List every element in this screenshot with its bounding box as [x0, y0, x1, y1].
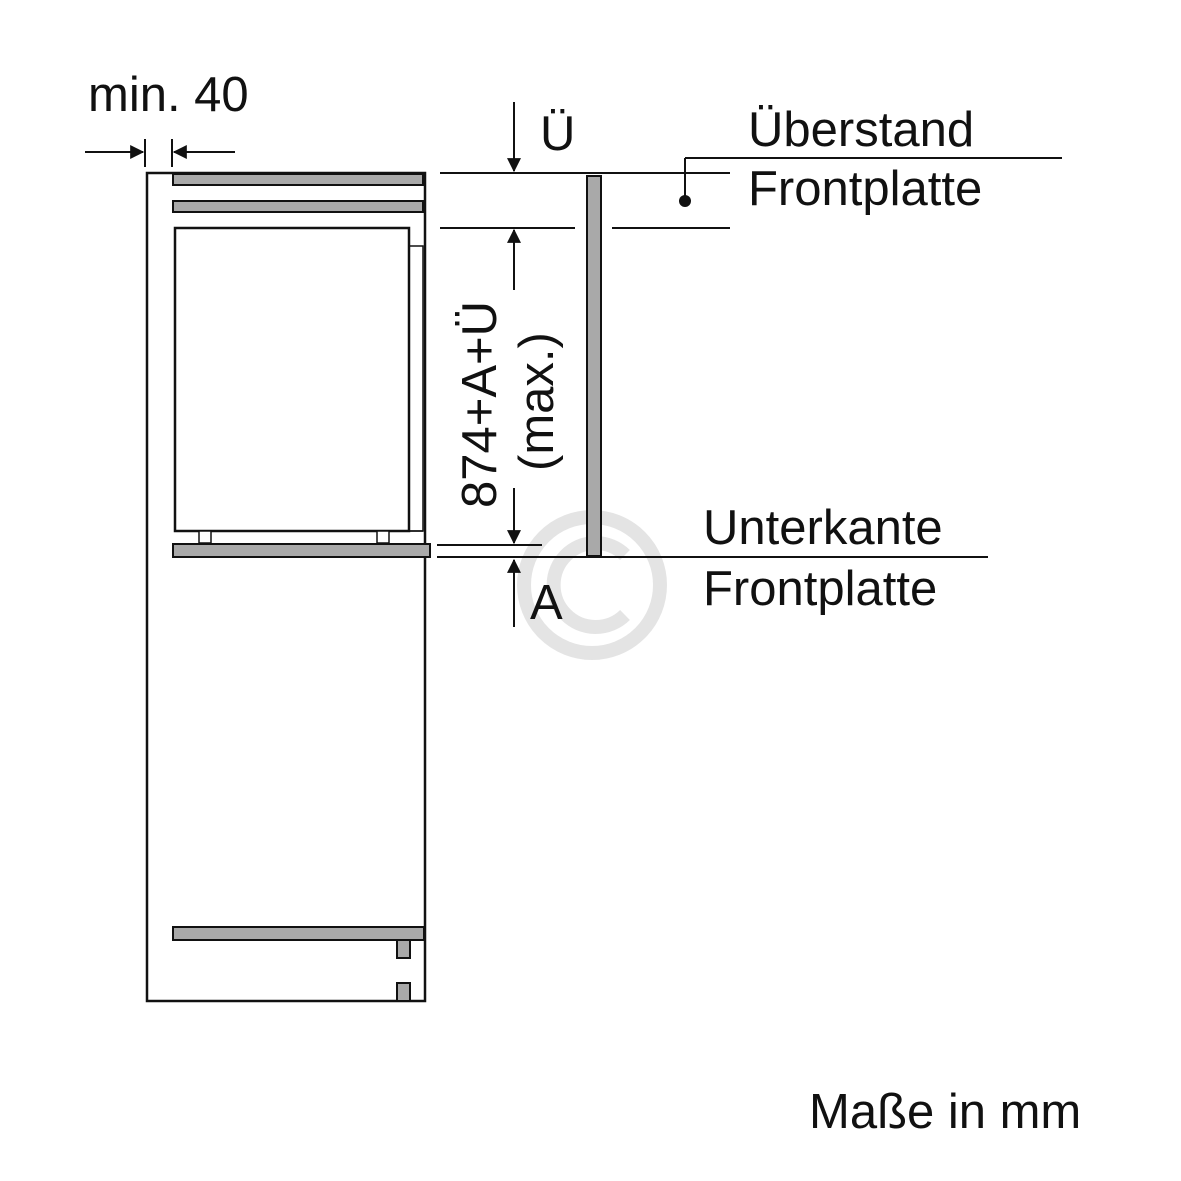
top-panel-upper: [172, 173, 424, 186]
bottom-block-lower: [396, 982, 411, 1002]
bottom-edge-label-line1: Unterkante: [703, 501, 943, 555]
overhang-label-line2: Frontplatte: [748, 162, 982, 216]
height-formula-label: 874+A+Ü: [453, 301, 507, 508]
overhang-label-line1: Überstand: [748, 103, 974, 157]
appliance-foot-right: [376, 530, 390, 544]
appliance-foot-left: [198, 530, 212, 544]
units-note: Maße in mm: [809, 1085, 1081, 1139]
bottom-offset-symbol-label: A: [530, 576, 563, 630]
top-panel-lower: [172, 200, 424, 213]
min-gap-label: min. 40: [88, 68, 249, 122]
bottom-panel: [172, 926, 425, 941]
overhang-leader: [679, 157, 1062, 207]
height-max-label: (max.): [510, 332, 564, 471]
front-plate: [586, 175, 602, 557]
appliance-body: [173, 226, 411, 533]
overhang-symbol-label: Ü: [540, 107, 575, 161]
bottom-edge-label-line2: Frontplatte: [703, 562, 937, 616]
appliance-door-edge: [408, 245, 424, 532]
min-gap-dimension: [85, 139, 235, 167]
base-shelf-panel: [172, 543, 431, 558]
bottom-block-upper: [396, 939, 411, 959]
cabinet-side-wall: [145, 171, 427, 1003]
